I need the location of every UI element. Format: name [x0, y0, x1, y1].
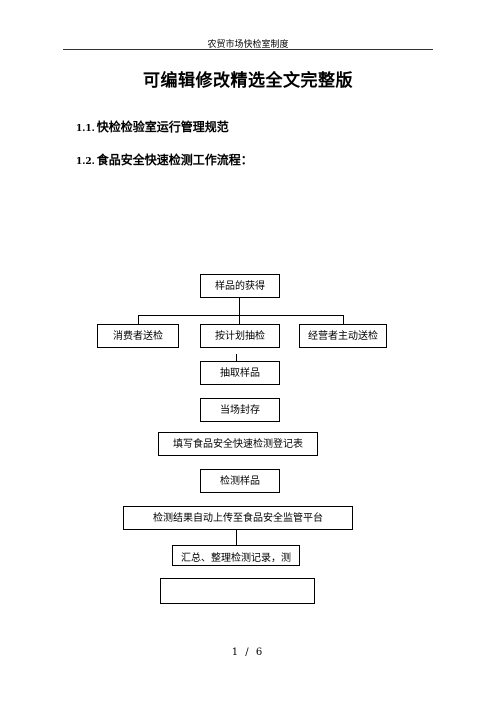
section-heading-text: 快检检验室运行管理规范 — [96, 120, 229, 134]
section-number: 1.2. — [76, 157, 95, 167]
page-header: 农贸市场快检室制度 — [207, 40, 289, 50]
connector-line — [239, 315, 240, 324]
flow-step-consumer-submit: 消费者送检 — [97, 324, 179, 348]
connector-line — [236, 530, 237, 545]
page-number: 1 / 6 — [231, 647, 265, 658]
section-number: 1.1. — [76, 124, 95, 134]
flow-step-take-sample: 抽取样品 — [200, 361, 280, 385]
connector-line — [138, 315, 343, 316]
document-title: 可编辑修改精选全文完整版 — [143, 71, 353, 91]
section-heading-1-1: 1.1.快检检验室运行管理规范 — [76, 118, 229, 135]
header-divider — [63, 49, 433, 50]
connector-line — [236, 354, 237, 361]
flow-step-upload: 检测结果自动上传至食品安全监管平台 — [123, 506, 353, 530]
flow-step-seal: 当场封存 — [200, 398, 280, 422]
flow-step-final — [160, 578, 315, 604]
section-heading-1-2: 1.2.食品安全快速检测工作流程： — [76, 151, 253, 168]
flow-step-test-sample: 检测样品 — [200, 469, 280, 493]
flow-step-sample-acquire: 样品的获得 — [200, 274, 280, 298]
connector-line — [239, 298, 240, 315]
connector-line — [343, 315, 344, 324]
connector-line — [138, 315, 139, 324]
section-heading-text: 食品安全快速检测工作流程： — [96, 153, 253, 167]
flow-step-fill-form: 填写食品安全快速检测登记表 — [158, 432, 318, 456]
flow-step-planned-sampling: 按计划抽检 — [200, 324, 280, 348]
flow-step-operator-submit: 经营者主动送检 — [299, 324, 387, 348]
flow-step-summary: 汇总、整理检测记录，测 — [172, 545, 300, 566]
